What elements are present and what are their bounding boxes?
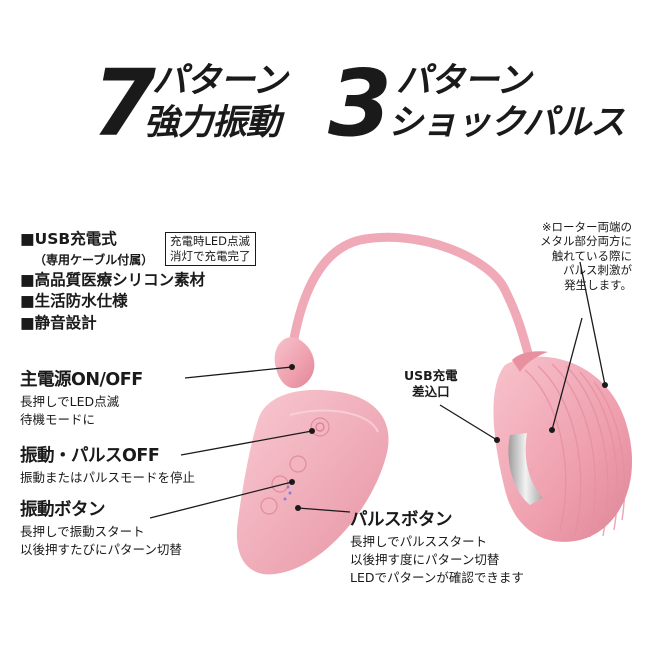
vibe-button-shape: [271, 475, 289, 493]
pulse-button-shape: [260, 497, 278, 515]
feature-item: ■静音設計: [20, 313, 97, 332]
led-note: 充電時LED点滅 消灯で充電完了: [165, 232, 256, 266]
callout-vibe-label: 振動ボタン: [20, 500, 105, 520]
headline-left-number: 7: [92, 50, 156, 157]
headline-left-line2: 強力振動: [144, 103, 281, 143]
callout-vibe-desc: 長押しで振動スタート: [20, 524, 145, 539]
feature-item: ■高品質医療シリコン素材: [20, 270, 206, 289]
antenna-tip: [274, 337, 315, 389]
feature-sub: （専用ケーブル付属）: [34, 252, 154, 267]
callout-power-desc: 長押しでLED点滅: [20, 394, 120, 409]
leader-lines: [149, 261, 606, 519]
antenna-cord: [287, 232, 535, 365]
power-button-shape: [310, 417, 330, 437]
led-dot: [286, 485, 290, 489]
headline-left-line1: パターン: [152, 61, 287, 101]
remote-body: [236, 389, 389, 575]
pulse-note: ※ローター両端の メタル部分両方に 触れている際に パルス刺激が 発生します。: [540, 220, 632, 292]
callout-off-label: 振動・パルスOFF: [20, 446, 160, 466]
feature-item: ■生活防水仕様: [20, 292, 128, 310]
off-button-shape: [289, 455, 307, 473]
callout-pulse-desc: 長押しでパルススタート: [350, 534, 488, 549]
headline-right-line2: ショックパルス: [388, 103, 625, 143]
callout-power: 主電源ON/OFF 長押しでLED点滅 待機モードに: [20, 366, 143, 429]
rotor-egg: [493, 351, 633, 542]
callout-pulse: パルスボタン 長押しでパルススタート 以後押す度にパターン切替 LEDでパターン…: [350, 506, 524, 587]
feature-list: ■USB充電式 （専用ケーブル付属） ■高品質医療シリコン素材 ■生活防水仕様 …: [20, 230, 206, 332]
callout-pulse-label: パルスボタン: [350, 510, 452, 530]
callout-vibe: 振動ボタン 長押しで振動スタート 以後押すたびにパターン切替: [20, 496, 182, 559]
feature-item: ■USB充電式: [20, 230, 117, 248]
callout-off: 振動・パルスOFF 振動またはパルスモードを停止: [20, 442, 195, 487]
callout-power-label: 主電源ON/OFF: [20, 370, 143, 390]
headline-right-line1: パターン: [396, 61, 531, 101]
headline-right-number: 3: [328, 50, 392, 157]
usb-port-label: USB充電 差込口: [404, 368, 458, 400]
callout-off-desc: 振動またはパルスモードを停止: [20, 470, 196, 485]
